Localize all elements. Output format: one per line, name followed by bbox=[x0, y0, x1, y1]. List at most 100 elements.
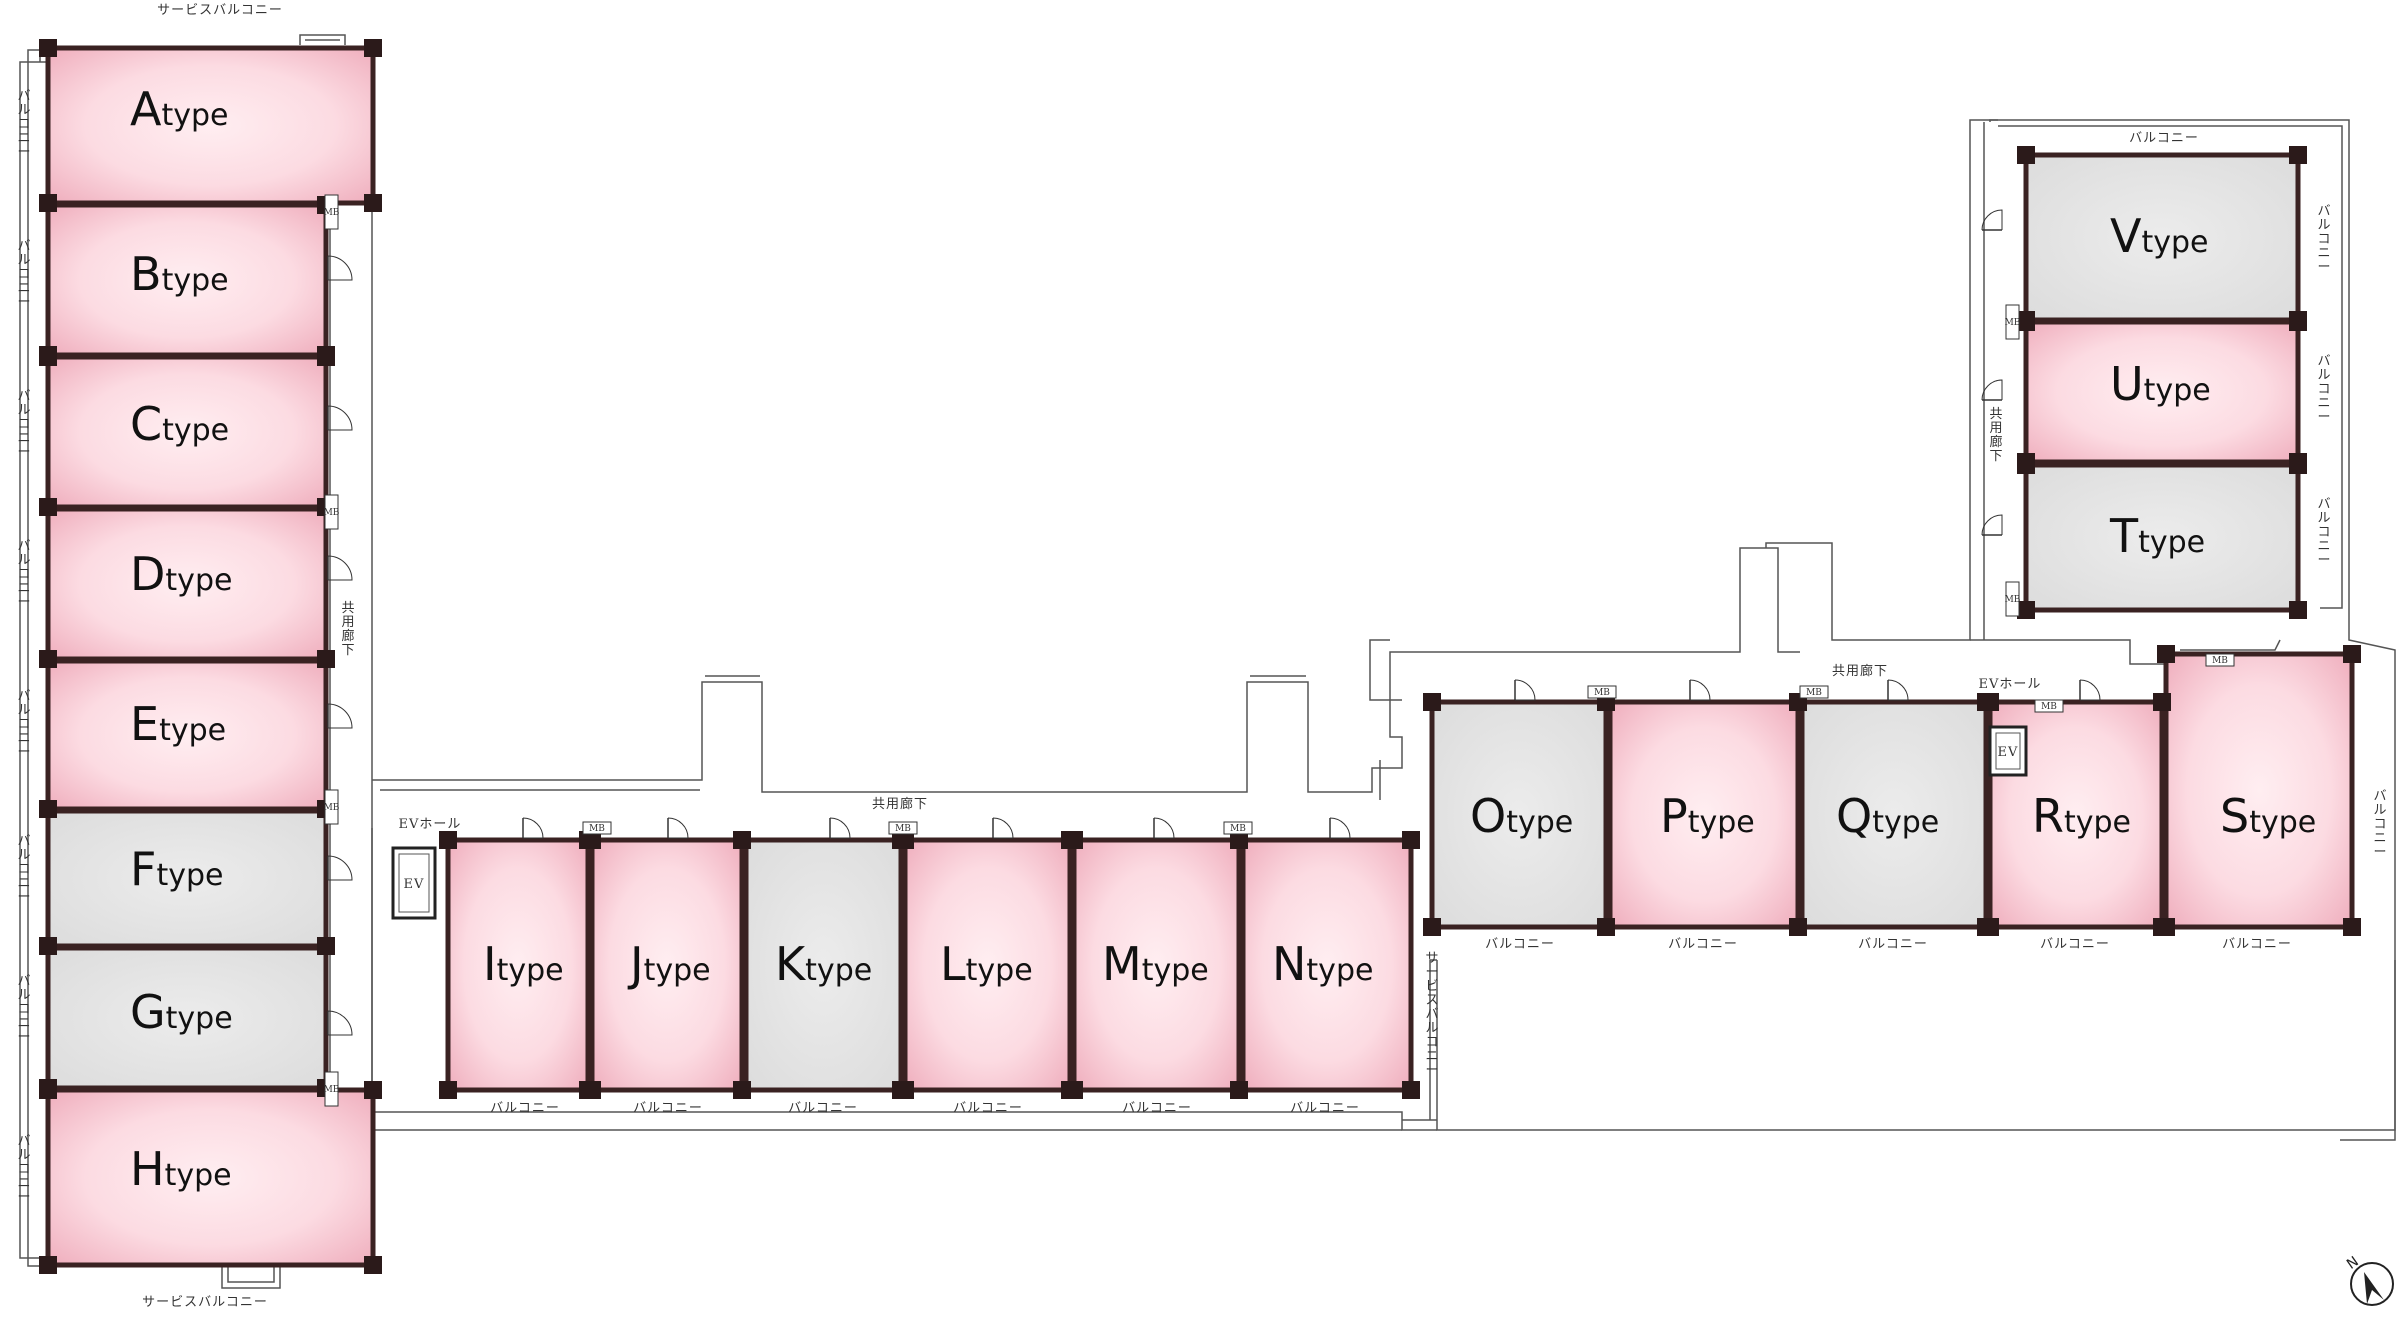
unit-s-type: Stype bbox=[2166, 654, 2352, 927]
unit-wall bbox=[589, 837, 745, 1093]
unit-wall bbox=[45, 1087, 376, 1268]
column bbox=[896, 831, 914, 849]
unit-label: Htype bbox=[130, 1142, 232, 1196]
unit-fill bbox=[48, 205, 326, 355]
north-arrow-icon: N bbox=[2344, 1254, 2394, 1306]
unit-fill bbox=[2026, 322, 2298, 462]
unit-letter: L bbox=[940, 937, 966, 991]
unit-letter: P bbox=[1660, 789, 1688, 843]
column bbox=[2157, 645, 2175, 663]
balcony-label: バルコニー bbox=[2317, 354, 2330, 425]
door bbox=[1689, 679, 1711, 701]
unit-o-type: Otype bbox=[1432, 702, 1606, 927]
unit-type-suffix: type bbox=[1872, 805, 1939, 840]
unit-h-type: Htype bbox=[48, 1090, 373, 1265]
annotation-labels: サービスバルコニーサービスバルコニーサービスバルコニーバルコニーバルコニーバルコ… bbox=[17, 3, 2386, 1310]
unit-letter: I bbox=[483, 937, 497, 991]
column bbox=[39, 1256, 57, 1274]
column bbox=[2017, 146, 2035, 164]
mb-label: MB bbox=[589, 824, 605, 834]
unit-i-type: Itype bbox=[448, 840, 588, 1090]
balcony-label: バルコニー bbox=[2373, 789, 2386, 860]
column bbox=[2289, 453, 2307, 471]
unit-fill bbox=[2026, 465, 2298, 610]
unit-fill bbox=[1802, 702, 1986, 927]
column bbox=[2289, 146, 2307, 164]
unit-letter: J bbox=[627, 937, 644, 991]
column bbox=[2017, 311, 2035, 329]
unit-b-type: Btype bbox=[48, 205, 326, 355]
meter-box: MB bbox=[1587, 685, 1617, 699]
unit-fill bbox=[448, 840, 588, 1090]
balcony-label: バルコニー bbox=[17, 89, 30, 160]
unit-wall bbox=[902, 837, 1073, 1093]
balcony-label: バルコニー bbox=[1668, 937, 1738, 952]
elevator-right: EV bbox=[1988, 725, 2028, 777]
balcony-label: バルコニー bbox=[2129, 131, 2199, 146]
balcony-label: バルコニー bbox=[1858, 937, 1928, 952]
balcony-label: バルコニー bbox=[2040, 937, 2110, 952]
unit-letter: N bbox=[1272, 937, 1306, 991]
unit-label: Ltype bbox=[940, 937, 1033, 991]
unit-l-type: Ltype bbox=[905, 840, 1070, 1090]
unit-label: Ttype bbox=[2109, 509, 2205, 563]
column bbox=[39, 800, 57, 818]
unit-wall bbox=[743, 837, 904, 1093]
unit-label: Stype bbox=[2220, 789, 2316, 843]
mb-label: MB bbox=[895, 824, 911, 834]
unit-wall bbox=[1071, 837, 1242, 1093]
unit-fill bbox=[48, 1090, 373, 1265]
unit-letter: U bbox=[2110, 357, 2144, 411]
unit-fill bbox=[48, 509, 326, 659]
mb-label: MB bbox=[324, 508, 340, 518]
mb-label: MB bbox=[324, 803, 340, 813]
mb-label: MB bbox=[324, 208, 340, 218]
unit-fill bbox=[48, 948, 326, 1088]
door bbox=[829, 817, 851, 839]
balcony-label: バルコニー bbox=[1290, 1101, 1360, 1116]
unit-letter: K bbox=[775, 937, 807, 991]
door bbox=[1981, 379, 2003, 401]
balcony-label: バルコニー bbox=[17, 974, 30, 1045]
unit-wall bbox=[1799, 699, 1989, 930]
door bbox=[327, 855, 353, 881]
unit-label: Etype bbox=[130, 697, 226, 751]
corridor-label-middle: 共用廊下 bbox=[872, 796, 928, 812]
column bbox=[583, 831, 601, 849]
column bbox=[1230, 831, 1248, 849]
column bbox=[364, 1256, 382, 1274]
unit-letter: T bbox=[2109, 509, 2139, 563]
column bbox=[39, 348, 57, 366]
door bbox=[327, 555, 353, 581]
door bbox=[522, 817, 544, 839]
unit-label: Utype bbox=[2110, 357, 2211, 411]
column bbox=[439, 831, 457, 849]
unit-n-type: Ntype bbox=[1243, 840, 1411, 1090]
elevator-left: EV bbox=[391, 846, 437, 920]
balcony-label: バルコニー bbox=[633, 1101, 703, 1116]
ev-label: EV bbox=[1998, 745, 2019, 760]
unit-wall bbox=[2023, 462, 2301, 613]
unit-fill bbox=[746, 840, 901, 1090]
unit-letter: G bbox=[130, 985, 166, 1039]
column bbox=[39, 39, 57, 57]
unit-type-suffix: type bbox=[1306, 953, 1373, 988]
column bbox=[2289, 311, 2307, 329]
unit-wall bbox=[2023, 152, 2301, 323]
unit-type-suffix: type bbox=[2141, 225, 2208, 260]
door bbox=[327, 1010, 353, 1036]
unit-type-suffix: type bbox=[966, 953, 1033, 988]
column bbox=[39, 937, 57, 955]
unit-p-type: Ptype bbox=[1610, 702, 1798, 927]
unit-fill bbox=[592, 840, 742, 1090]
unit-type-suffix: type bbox=[162, 413, 229, 448]
column bbox=[733, 831, 751, 849]
column bbox=[1065, 1081, 1083, 1099]
corridor-label-right: 共用廊下 bbox=[1832, 663, 1888, 679]
unit-d-type: Dtype bbox=[48, 509, 326, 659]
unit-letter: E bbox=[130, 697, 159, 751]
mb-label: MB bbox=[2005, 595, 2021, 605]
column bbox=[1402, 1081, 1420, 1099]
unit-type-suffix: type bbox=[2144, 373, 2211, 408]
